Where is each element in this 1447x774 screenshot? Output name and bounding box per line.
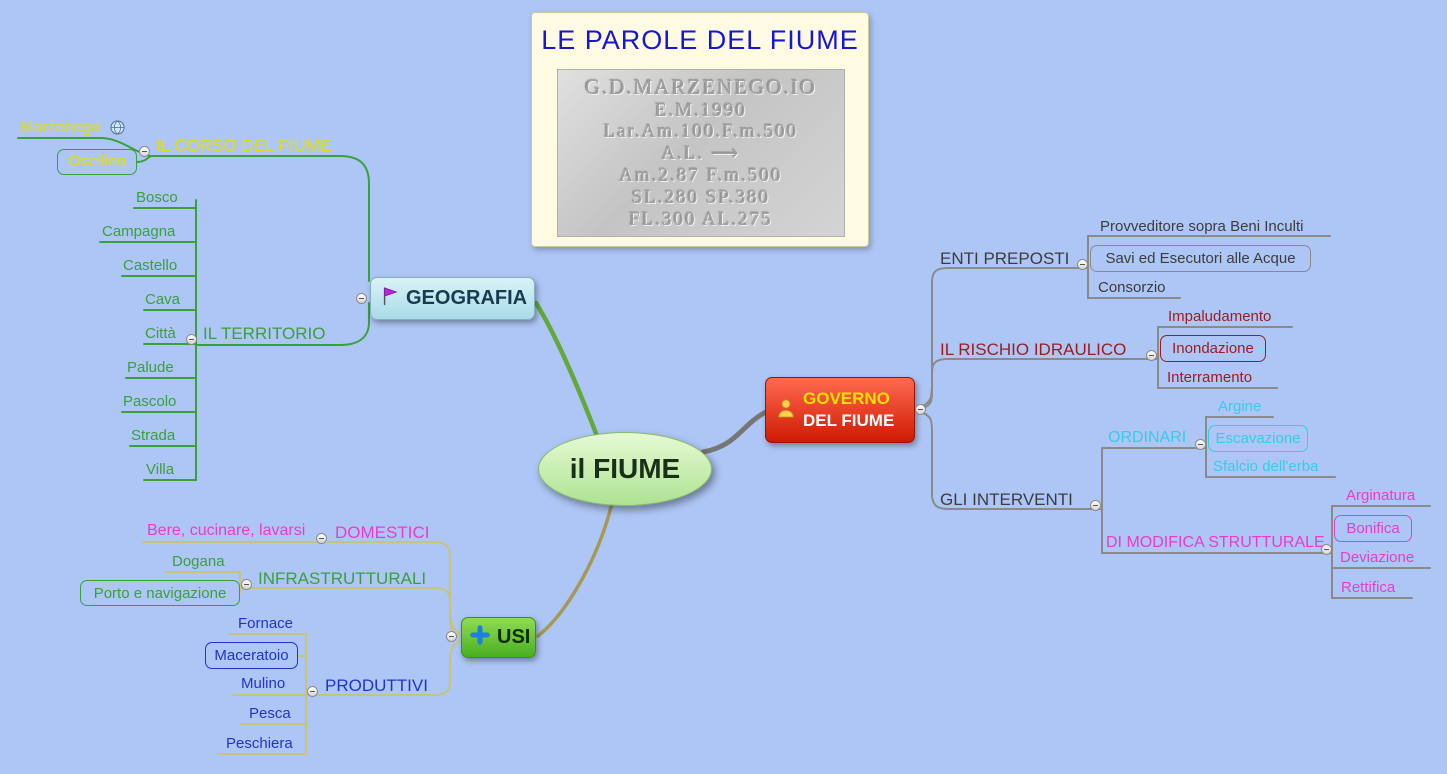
node-il-fiume-label: il FIUME [569,453,681,484]
node-impaludamento[interactable]: Impaludamento [1168,308,1272,325]
node-il-corso-del-fiume[interactable]: IL CORSO DEL FIUME [156,136,332,155]
node-gli-interventi[interactable]: GLI INTERVENTI [940,490,1073,509]
collapse-button[interactable] [316,533,327,544]
node-infrastrutturali[interactable]: INFRASTRUTTURALI [258,569,427,588]
node-maceratoio[interactable]: Maceratoio [205,642,298,669]
plaque-line: FL.300 AL.275 [629,208,773,230]
node-osellino[interactable]: Osellino [57,149,137,175]
collapse-button[interactable] [186,334,197,345]
node-usi[interactable]: USI [461,617,536,658]
collapse-button[interactable] [241,579,252,590]
node-geografia-label: GEOGRAFIA [406,287,528,309]
flag-icon [381,285,399,313]
node-governo-del-fiume[interactable]: GOVERNO DEL FIUME [765,377,915,443]
node-domestici[interactable]: DOMESTICI [335,523,430,542]
collapse-button[interactable] [1195,439,1206,450]
node-governo-label-line2: DEL FIUME [803,411,895,430]
node-bere-cucinare-lavarsi[interactable]: Bere, cucinare, lavarsi [147,522,306,539]
node-bosco[interactable]: Bosco [136,189,178,206]
plaque-line: Lar.Am.100.F.m.500 [603,121,799,143]
globe-icon [110,120,125,140]
node-governo-label-line1: GOVERNO [803,388,890,408]
node-pascolo[interactable]: Pascolo [123,393,177,410]
plaque-line: Am.2.87 F.m.500 [619,165,783,187]
node-provveditore[interactable]: Provveditore sopra Beni Inculti [1100,218,1304,235]
plaque-line: SL.280 SP.380 [631,186,771,208]
title-text: LE PAROLE DEL FIUME [541,25,859,55]
plaque-line: E.M.1990 [655,99,747,121]
collapse-button[interactable] [1321,544,1332,555]
node-il-territorio[interactable]: IL TERRITORIO [203,324,326,343]
collapse-button[interactable] [356,293,367,304]
collapse-button[interactable] [307,686,318,697]
node-il-rischio-idraulico[interactable]: IL RISCHIO IDRAULICO [940,340,1127,359]
node-cava[interactable]: Cava [145,291,181,308]
plaque-line: G.D.MARZENEGO.IO [584,75,818,100]
node-dogana[interactable]: Dogana [172,553,225,570]
title-topic[interactable]: LE PAROLE DEL FIUME G.D.MARZENEGO.IO E.M… [531,12,869,247]
node-escavazione[interactable]: Escavazione [1208,425,1308,452]
node-pesca[interactable]: Pesca [249,705,291,722]
collapse-button[interactable] [1146,350,1157,361]
node-palude[interactable]: Palude [127,359,174,376]
collapse-button[interactable] [1090,500,1101,511]
node-mulino[interactable]: Mulino [241,675,286,692]
node-villa[interactable]: Villa [146,461,175,478]
node-produttivi[interactable]: PRODUTTIVI [325,676,428,695]
node-rettifica[interactable]: Rettifica [1341,579,1396,596]
node-arginatura[interactable]: Arginatura [1346,487,1416,504]
node-campagna[interactable]: Campagna [102,223,176,240]
node-peschiera[interactable]: Peschiera [226,735,293,752]
node-usi-label: USI [497,626,531,648]
person-icon [776,397,796,424]
node-strada[interactable]: Strada [131,427,176,444]
collapse-button[interactable] [139,146,150,157]
collapse-button[interactable] [446,631,457,642]
node-consorzio[interactable]: Consorzio [1098,279,1166,296]
node-castello[interactable]: Castello [123,257,178,274]
node-marzenego[interactable]: Marzenego [20,119,101,136]
node-inondazione[interactable]: Inondazione [1160,335,1266,362]
node-di-modifica-strutturale[interactable]: DI MODIFICA STRUTTURALE [1106,534,1325,551]
collapse-button[interactable] [915,404,926,415]
node-argine[interactable]: Argine [1218,398,1262,415]
node-citta[interactable]: Città [145,325,176,342]
node-il-fiume[interactable]: il FIUME [538,432,712,506]
node-sfalcio[interactable]: Sfalcio dell'erba [1213,458,1319,475]
node-bonifica[interactable]: Bonifica [1334,515,1412,542]
node-deviazione[interactable]: Deviazione [1340,549,1415,566]
node-ordinari[interactable]: ORDINARI [1108,429,1187,446]
node-geografia[interactable]: GEOGRAFIA [370,277,535,320]
node-porto-e-navigazione[interactable]: Porto e navigazione [80,580,240,606]
node-fornace[interactable]: Fornace [238,615,294,632]
node-enti-preposti[interactable]: ENTI PREPOSTI [940,249,1070,268]
node-savi-esecutori[interactable]: Savi ed Esecutori alle Acque [1090,245,1311,272]
node-interramento[interactable]: Interramento [1167,369,1253,386]
collapse-button[interactable] [1077,259,1088,270]
plus-icon [470,624,490,651]
plaque-image[interactable]: G.D.MARZENEGO.IO E.M.1990 Lar.Am.100.F.m… [557,69,845,237]
plaque-line: A.L. ⟶ [661,143,741,165]
